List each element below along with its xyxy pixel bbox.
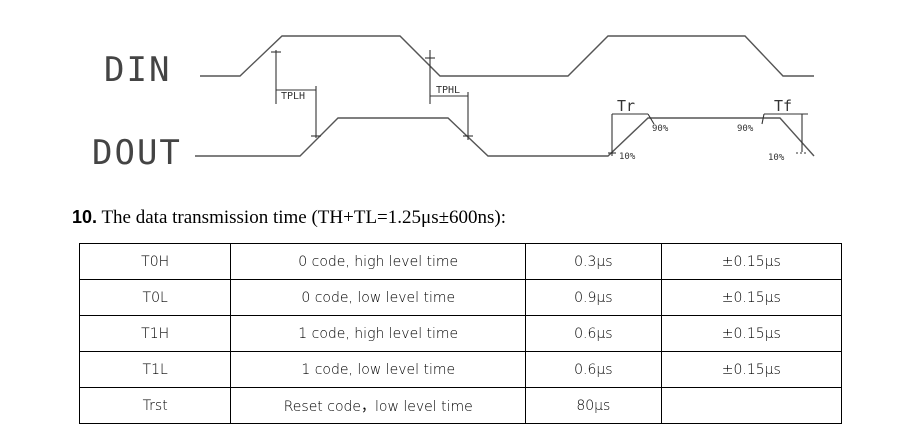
param-cell: Trst (78, 387, 232, 424)
param-cell: T1H (78, 315, 232, 352)
section-number: 10. (72, 207, 98, 227)
din-label: DIN (104, 50, 172, 90)
description-cell: 1 code, high level time (230, 315, 527, 352)
section-title: The data transmission time (TH+TL=1.25μs… (101, 207, 507, 228)
table-row: T1H 1 code, high level time 0.6μs ±0.15μ… (78, 315, 843, 352)
value-cell: 0.3μs (525, 243, 662, 280)
tolerance-cell (660, 387, 843, 424)
tplh-label: TPLH (281, 91, 305, 102)
tolerance-cell: ±0.15μs (660, 279, 843, 316)
rise-10pct-label: 10% (619, 152, 636, 162)
dout-label: DOUT (92, 133, 182, 173)
table-row: T0L 0 code, low level time 0.9μs ±0.15μs (78, 279, 843, 316)
din-waveform (200, 35, 814, 77)
description-cell: 0 code, low level time (230, 279, 527, 316)
tolerance-cell: ±0.15μs (660, 351, 843, 388)
description-cell: Reset code，low level time (230, 387, 527, 424)
param-cell: T0L (78, 279, 232, 316)
fall-90pct-label: 90% (737, 124, 754, 134)
description-cell: 0 code, high level time (230, 243, 527, 280)
timing-diagram: TPLH TPHL Tr Tf 90% 10% 90% 10% (195, 35, 815, 163)
value-cell: 0.6μs (525, 315, 662, 352)
fall-10pct-label: 10% (768, 153, 785, 163)
table-row: Trst Reset code，low level time 80μs (78, 387, 843, 424)
section-heading: 10. The data transmission time (TH+TL=1.… (72, 207, 506, 229)
table-row: T0H 0 code, high level time 0.3μs ±0.15μ… (78, 243, 843, 280)
param-cell: T1L (78, 351, 232, 388)
dout-waveform (195, 117, 815, 157)
value-cell: 0.6μs (525, 351, 662, 388)
tolerance-cell: ±0.15μs (660, 243, 843, 280)
tr-label: Tr (617, 97, 635, 115)
value-cell: 0.9μs (525, 279, 662, 316)
tolerance-cell: ±0.15μs (660, 315, 843, 352)
timing-table: T0H 0 code, high level time 0.3μs ±0.15μ… (78, 243, 843, 424)
table-row: T1L 1 code, low level time 0.6μs ±0.15μs (78, 351, 843, 388)
rise-90pct-label: 90% (652, 124, 669, 134)
tphl-label: TPHL (436, 85, 460, 96)
param-cell: T0H (78, 243, 232, 280)
tf-label: Tf (774, 97, 792, 115)
description-cell: 1 code, low level time (230, 351, 527, 388)
value-cell: 80μs (525, 387, 662, 424)
